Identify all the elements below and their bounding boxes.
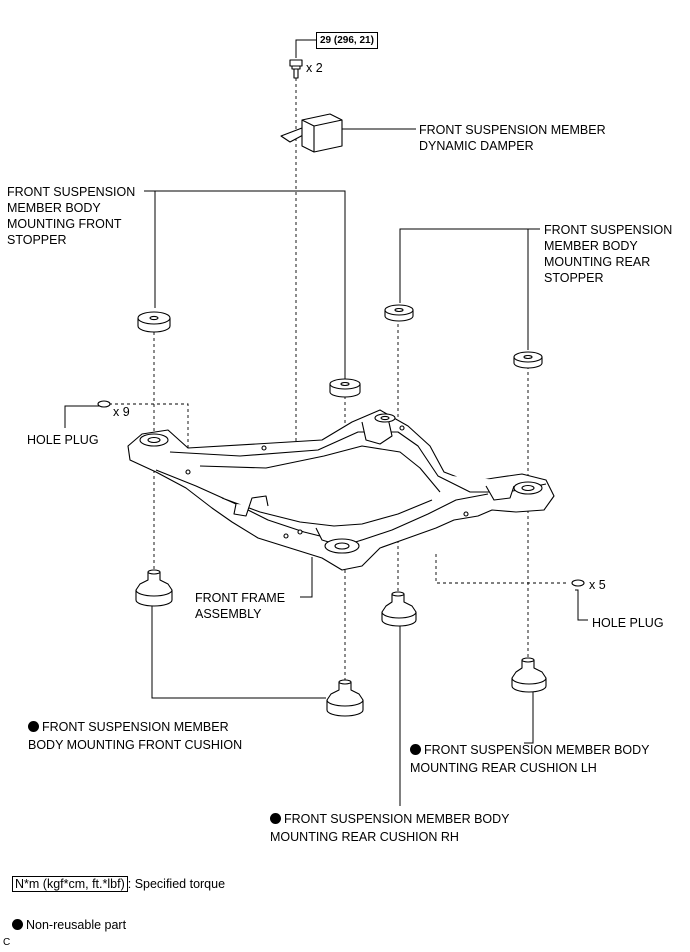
damper-bolt-quantity: x 2 [306,61,323,75]
rear-stopper-part-2 [513,351,543,369]
legend-torque: N*m (kgf*cm, ft.*lbf): Specified torque [12,876,225,892]
rear-stopper-part [384,304,414,322]
figure-code: C [3,937,11,948]
rear-cushion-rh-label: FRONT SUSPENSION MEMBER BODY MOUNTING RE… [270,812,510,844]
front-cushion-entry: FRONT SUSPENSION MEMBER BODY MOUNTING FR… [28,718,242,754]
front-frame-label: FRONT FRAME ASSEMBLY [195,591,286,621]
hole-plug-left-label: HOLE PLUG [27,433,99,447]
hole-plug-right-quantity: x 5 [589,578,606,592]
alignment-lines [109,78,567,680]
non-reusable-icon [270,813,281,824]
dynamic-damper-label: FRONT SUSPENSION MEMBER DYNAMIC DAMPER [419,123,606,153]
rear-cushion-rh-entry: FRONT SUSPENSION MEMBER BODY MOUNTING RE… [270,810,510,846]
front-cushion-part [135,569,173,607]
hole-plug-right-label: HOLE PLUG [592,616,664,630]
front-frame-assembly-part [127,409,555,571]
dynamic-damper-part [280,113,343,153]
legend-non-reusable-text: Non-reusable part [26,918,127,932]
hole-plug-part [97,400,111,408]
rear-cushion-rh-part [381,591,417,627]
hole-plug-left-quantity: x 9 [113,405,130,419]
front-cushion-part-2 [326,679,364,717]
rear-stopper-label: FRONT SUSPENSION MEMBER BODY MOUNTING RE… [544,223,673,285]
non-reusable-icon [12,919,23,930]
front-stopper-part-2 [329,378,361,398]
rear-cushion-lh-part [511,657,547,693]
torque-spec-box: 29 (296, 21) [316,32,378,49]
rear-cushion-lh-entry: FRONT SUSPENSION MEMBER BODY MOUNTING RE… [410,741,650,777]
legend-non-reusable: Non-reusable part [12,917,126,933]
legend-torque-desc: : Specified torque [127,877,226,891]
rear-cushion-lh-label: FRONT SUSPENSION MEMBER BODY MOUNTING RE… [410,743,650,775]
front-stopper-part [137,311,171,333]
damper-bolt-part [289,59,303,79]
front-cushion-label: FRONT SUSPENSION MEMBER BODY MOUNTING FR… [28,720,243,752]
front-stopper-label: FRONT SUSPENSION MEMBER BODY MOUNTING FR… [7,185,136,247]
legend-torque-unit: N*m (kgf*cm, ft.*lbf) [12,876,128,892]
hole-plug-part-2 [571,579,585,587]
leader-lines [64,39,588,806]
non-reusable-icon [28,721,39,732]
non-reusable-icon [410,744,421,755]
